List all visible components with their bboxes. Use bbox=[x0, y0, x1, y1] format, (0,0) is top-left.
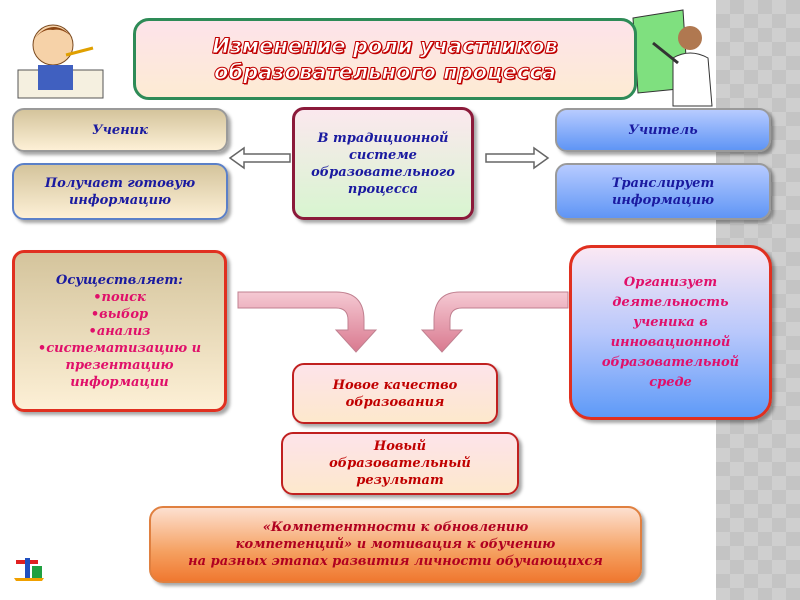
arrow-left-icon bbox=[228, 146, 291, 170]
competence-line-3: на разных этапах развития личности обуча… bbox=[188, 554, 603, 569]
student-new-item: •систематизацию и презентацию информации bbox=[37, 340, 202, 390]
competence-box: «Компетентности к обновлению компетенций… bbox=[149, 506, 642, 583]
title-line-1: Изменение роли участников bbox=[212, 34, 559, 59]
student-new-item: •поиск bbox=[93, 289, 146, 305]
arrow-right-icon bbox=[485, 146, 550, 170]
teacher-action: Транслирует информацию bbox=[611, 175, 715, 208]
teacher-label: Учитель bbox=[628, 122, 698, 138]
student-new-item: •выбор bbox=[90, 306, 149, 322]
new-result-box: Новый образовательный результат bbox=[281, 432, 519, 495]
student-label: Ученик bbox=[92, 122, 148, 138]
title-line-2: образовательного процесса bbox=[214, 60, 557, 85]
teacher-action-box: Транслирует информацию bbox=[555, 163, 771, 220]
teacher-label-box: Учитель bbox=[555, 108, 771, 152]
new-quality-box: Новое качество образования bbox=[292, 363, 498, 424]
logo-icon bbox=[14, 558, 44, 581]
traditional-system-box: В традиционной системе образовательного … bbox=[292, 107, 474, 220]
student-label-box: Ученик bbox=[12, 108, 228, 152]
student-action: Получает готовую информацию bbox=[44, 175, 196, 208]
teacher-new-text: Организует деятельность ученика в иннова… bbox=[601, 274, 740, 390]
student-clipart-icon bbox=[17, 24, 104, 99]
competence-line-2: компетенций» и мотивация к обучению bbox=[235, 537, 556, 552]
title-box: Изменение роли участников образовательно… bbox=[133, 18, 637, 100]
student-new-role-box: Осуществляет: •поиск •выбор •анализ •сис… bbox=[12, 250, 227, 412]
curved-arrow-right-down-icon bbox=[237, 291, 378, 353]
competence-line-1: «Компетентности к обновлению bbox=[262, 520, 529, 535]
student-new-heading: Осуществляет: bbox=[56, 272, 183, 288]
traditional-system-text: В традиционной системе образовательного … bbox=[311, 130, 455, 197]
new-result-text: Новый образовательный результат bbox=[329, 439, 471, 488]
teacher-new-role-box: Организует деятельность ученика в иннова… bbox=[569, 245, 772, 420]
teacher-clipart-icon bbox=[632, 9, 713, 107]
new-quality-text: Новое качество образования bbox=[332, 377, 458, 410]
curved-arrow-left-down-icon bbox=[420, 291, 569, 353]
student-action-box: Получает готовую информацию bbox=[12, 163, 228, 220]
student-new-item: •анализ bbox=[88, 323, 151, 339]
